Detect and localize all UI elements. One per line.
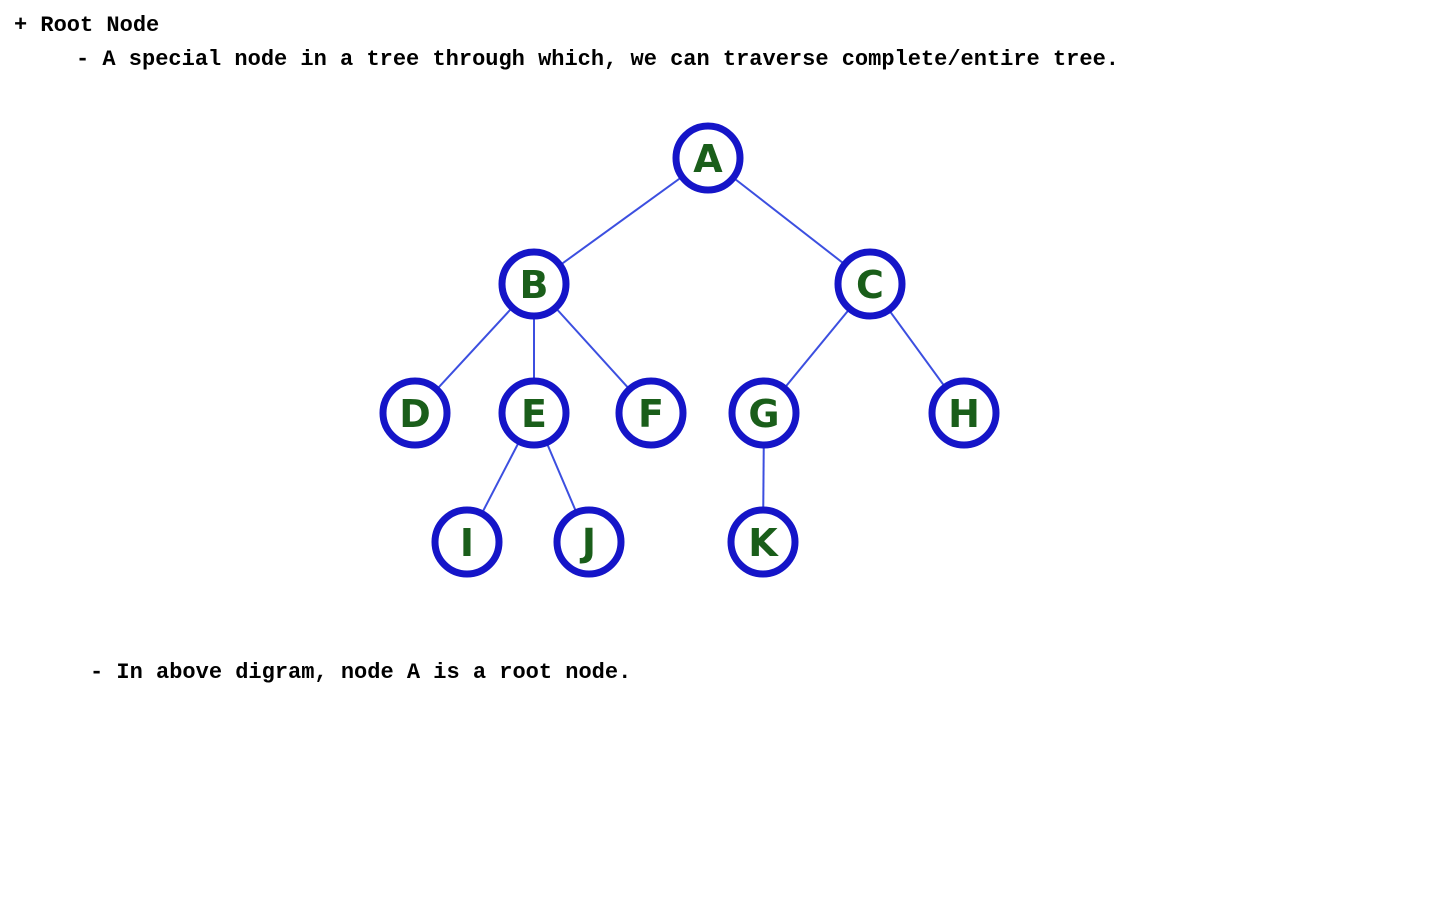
tree-node-e: E — [498, 377, 570, 449]
tree-node-a: A — [672, 122, 744, 194]
node-label: H — [948, 392, 980, 436]
section-heading: + Root Node — [14, 13, 160, 38]
root-node-note: - In above digram, node A is a root node… — [90, 660, 632, 685]
node-label: D — [399, 392, 431, 436]
node-circle — [379, 377, 451, 449]
tree-node-h: H — [928, 377, 1000, 449]
node-label: K — [748, 521, 779, 565]
node-circle — [728, 377, 800, 449]
tree-node-i: I — [431, 506, 503, 578]
node-circle — [498, 248, 570, 320]
node-circle — [615, 377, 687, 449]
root-node-description: - A special node in a tree through which… — [76, 47, 1119, 72]
node-label: B — [520, 263, 549, 307]
node-circle — [928, 377, 1000, 449]
node-circle — [834, 248, 906, 320]
node-label: G — [748, 392, 779, 436]
tree-node-k: K — [727, 506, 799, 578]
node-circle — [727, 506, 799, 578]
node-label: E — [521, 392, 547, 436]
node-label: C — [856, 263, 884, 307]
node-label: F — [638, 392, 664, 436]
tree-node-b: B — [498, 248, 570, 320]
node-circle — [431, 506, 503, 578]
node-label: J — [579, 521, 596, 565]
tree-node-d: D — [379, 377, 451, 449]
node-label: A — [693, 137, 723, 181]
node-circle — [672, 122, 744, 194]
node-circle — [498, 377, 570, 449]
tree-node-f: F — [615, 377, 687, 449]
node-circle — [553, 506, 625, 578]
tree-edges — [414, 157, 965, 543]
edge-a-b — [533, 157, 709, 285]
tree-node-g: G — [728, 377, 800, 449]
tree-node-c: C — [834, 248, 906, 320]
tree-nodes: A B C D E F G H I J K — [379, 122, 1000, 578]
node-label: I — [460, 521, 474, 565]
tree-node-j: J — [553, 506, 625, 578]
